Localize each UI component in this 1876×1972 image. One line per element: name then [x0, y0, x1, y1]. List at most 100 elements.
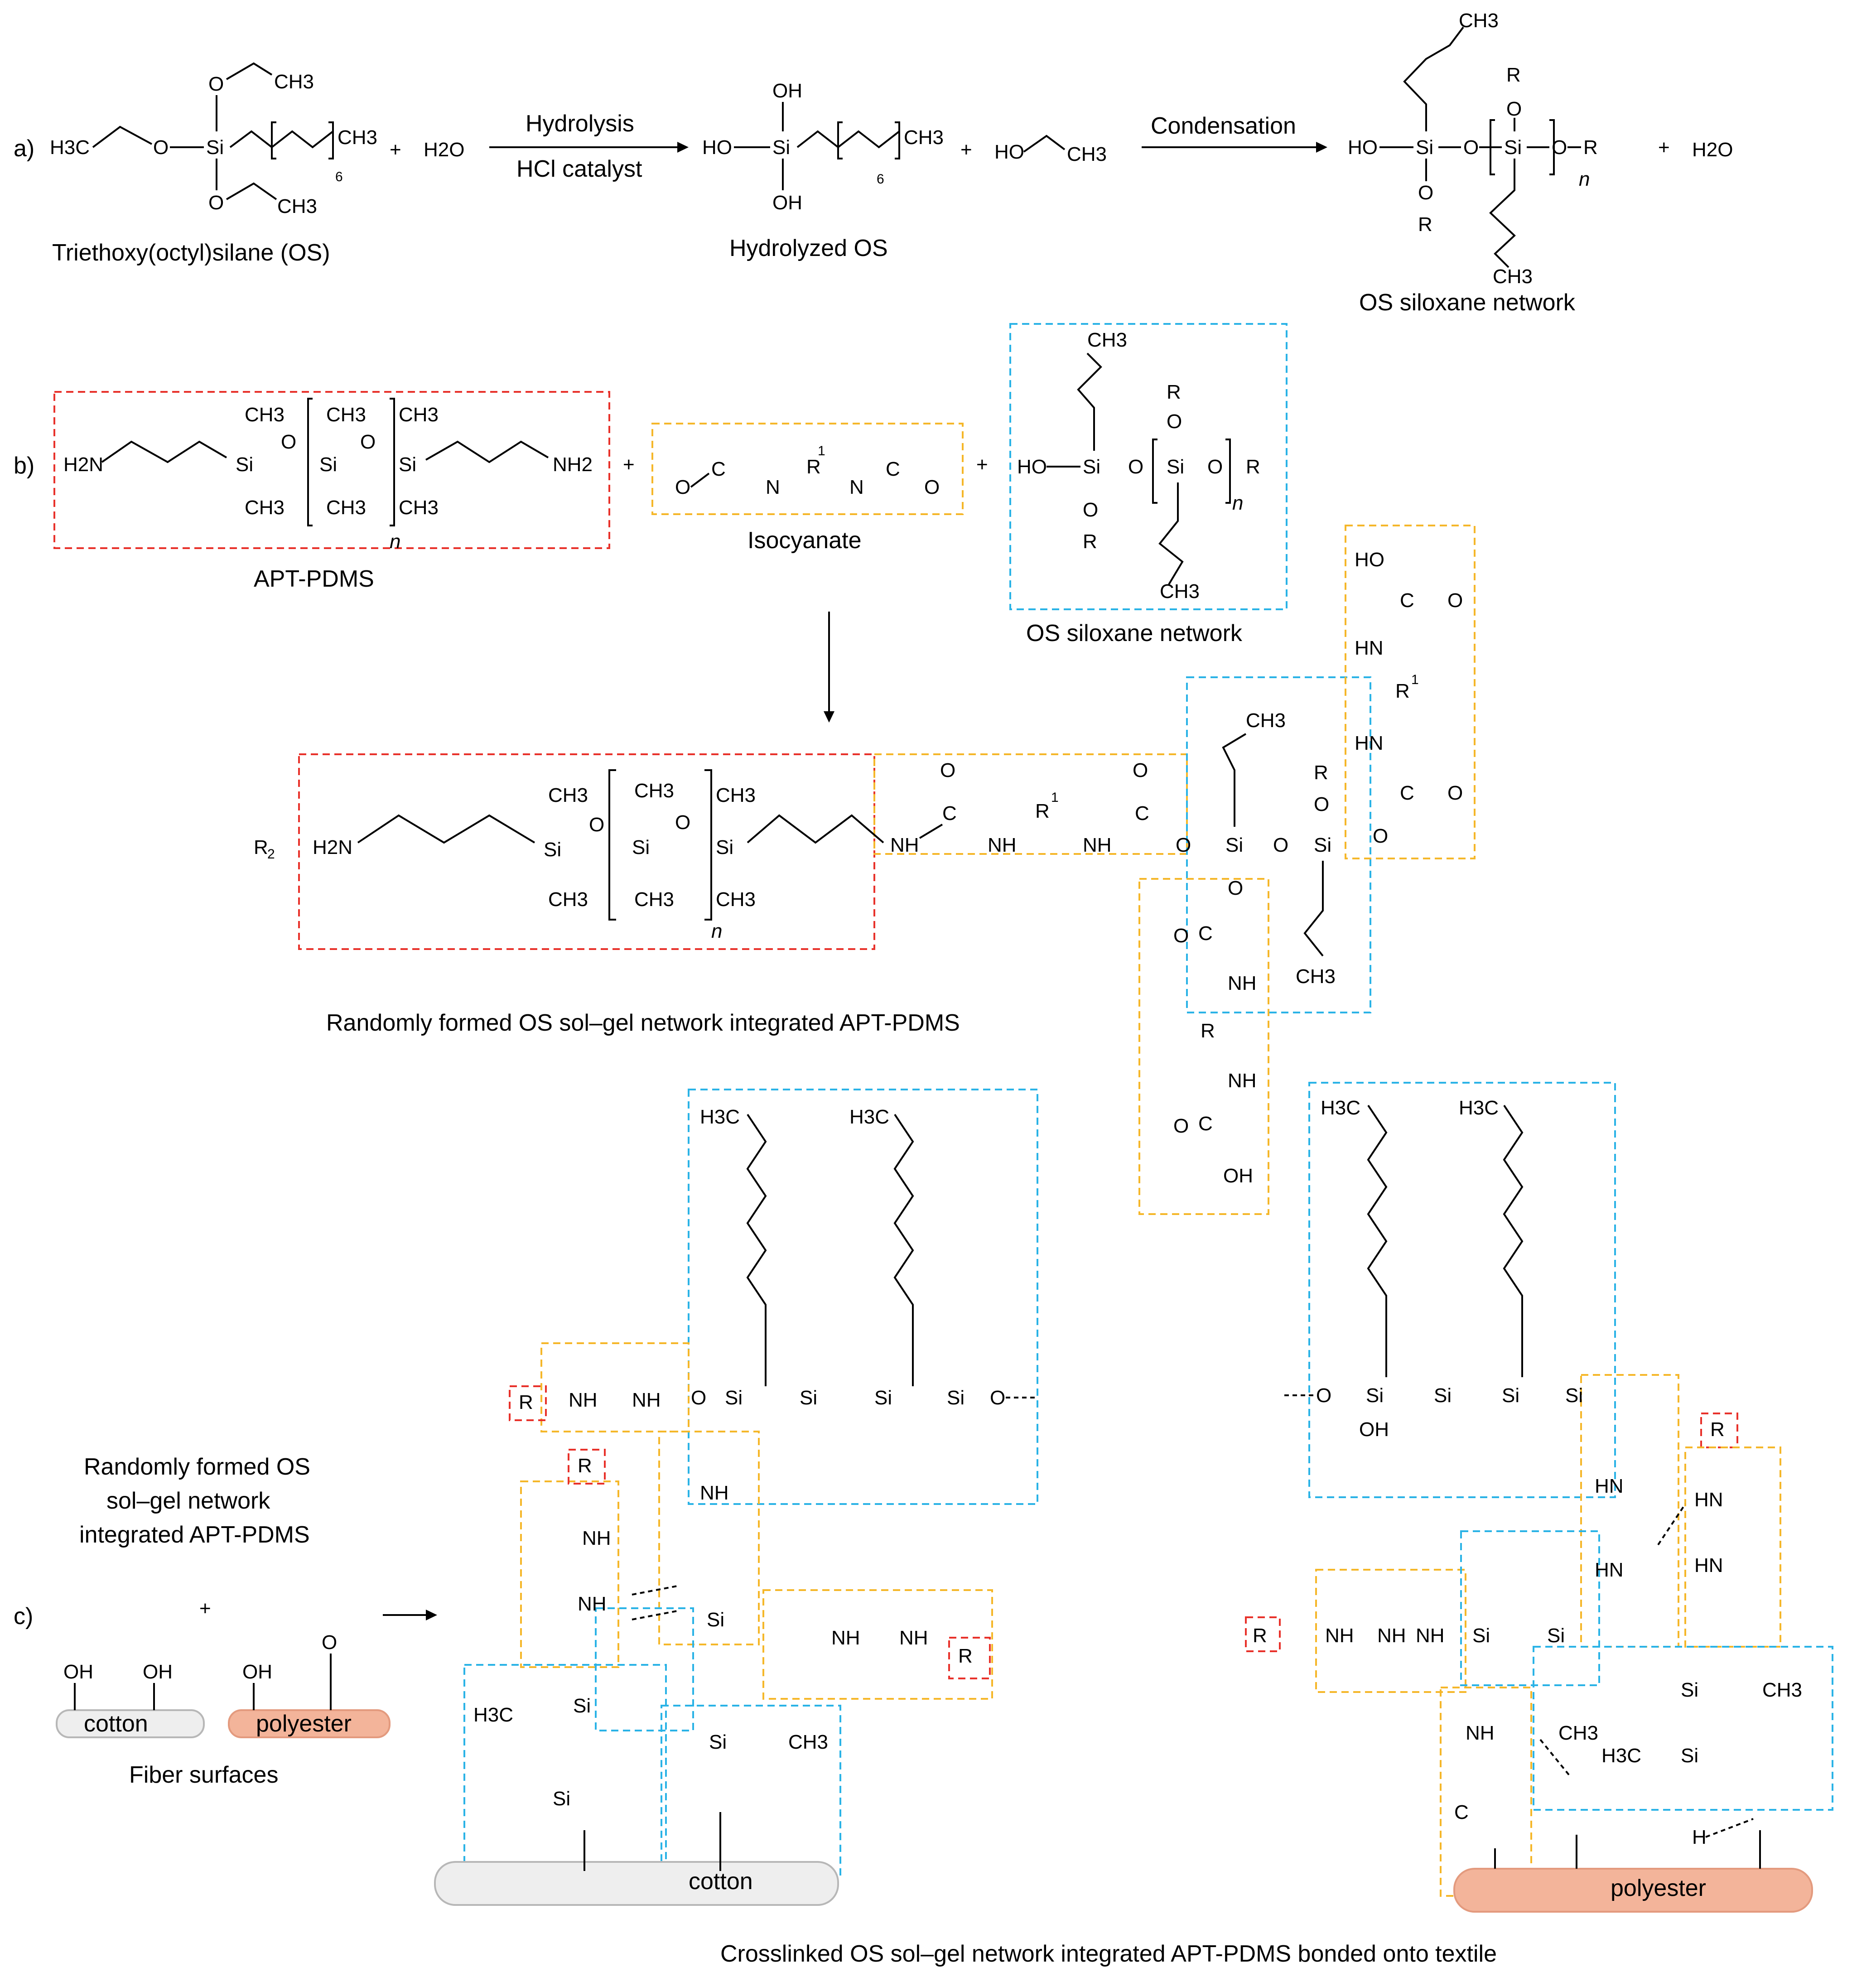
cr-ch3-2: CH3 — [1558, 1722, 1598, 1744]
cr-h3c-1: H3C — [1321, 1097, 1360, 1119]
c-left-urea-box-2 — [658, 1431, 760, 1645]
prod-ch3-3b: CH3 — [716, 888, 756, 911]
aptpdms-molecule: H2N Si CH3 CH3 O Si CH3 CH3 O n Si CH3 C… — [63, 398, 593, 553]
c-right-urea-box-1 — [1580, 1374, 1679, 1648]
r2-label: R — [254, 836, 268, 858]
octyl-chain — [229, 130, 334, 149]
prod-r1-sup: 1 — [1051, 790, 1059, 805]
c-left-network: H3C H3C Si Si Si Si O O R R R NH NH NH N… — [473, 1106, 1035, 1810]
prod-o-2: O — [675, 811, 690, 834]
cr-c-1: C — [1454, 1801, 1469, 1823]
prod-ch3-2b: CH3 — [634, 888, 674, 911]
repeat-count-2: 6 — [877, 172, 884, 187]
atom-h3c: H3C — [50, 136, 90, 159]
pdms-propyl-right — [425, 440, 549, 463]
atom-ho: HO — [702, 136, 732, 159]
side-r1: R — [1395, 680, 1410, 702]
hydrolysis-label: Hydrolysis — [526, 111, 634, 137]
atom-r-3: R — [1583, 136, 1598, 159]
cr-h: H — [1692, 1826, 1707, 1848]
cl-nh-7: NH — [899, 1627, 928, 1649]
down-arrowhead — [824, 711, 834, 723]
product-lower-urea-box — [1138, 878, 1269, 1215]
cl-nh-4: NH — [582, 1527, 611, 1549]
c-left-os-box-2 — [595, 1607, 694, 1731]
plus-c: + — [199, 1597, 211, 1620]
pdms-si-2: Si — [319, 453, 337, 476]
pdms-h2n: H2N — [63, 453, 103, 476]
pdms-si-3: Si — [399, 453, 416, 476]
c-left-os-box-1 — [688, 1089, 1038, 1505]
prod-si-1: Si — [544, 839, 561, 861]
atom-ch3-bottom: CH3 — [277, 195, 317, 217]
c-right-r2-box-1 — [1700, 1413, 1738, 1448]
iso-o-1: O — [675, 476, 690, 498]
side-o-1: O — [1447, 589, 1463, 612]
prod-chain-top — [1222, 733, 1247, 827]
panel-label-a: a) — [14, 135, 34, 162]
pdms-ch3-1b: CH3 — [245, 497, 285, 519]
atom-oh-top: OH — [772, 80, 802, 102]
prod-nh-5: NH — [1228, 1070, 1257, 1092]
ethanol-ch3: CH3 — [1067, 143, 1107, 165]
polyester-surface-label: polyester — [1611, 1875, 1706, 1901]
water-2: H2O — [1692, 139, 1733, 161]
r2-sub: 2 — [267, 847, 275, 862]
cl-nh-6: NH — [831, 1627, 860, 1649]
final-caption: Crosslinked OS sol–gel network integrate… — [720, 1941, 1497, 1967]
cr-h3c-2: H3C — [1459, 1097, 1499, 1119]
cl-si-1: Si — [725, 1387, 743, 1409]
atom-o-down: O — [1418, 182, 1433, 204]
iso-n-1: N — [766, 476, 780, 498]
ethyl-top-bond — [226, 62, 273, 80]
atom-o-bottom: O — [208, 192, 224, 214]
cr-hbond-1 — [1705, 1818, 1754, 1838]
atom-ch3-2: CH3 — [904, 126, 944, 149]
panel-label-c: c) — [14, 1603, 33, 1630]
os-network-label: OS siloxane network — [1359, 289, 1576, 316]
cl-nh-1: NH — [569, 1389, 598, 1411]
catalyst-label: HCl catalyst — [516, 156, 642, 182]
ethanol-bond — [1023, 135, 1066, 153]
c-left-r2-box-3 — [948, 1637, 991, 1679]
cr-si-4: Si — [1565, 1384, 1583, 1407]
n-brackets — [1490, 119, 1555, 175]
fiber-cotton: OH OH cotton — [56, 1661, 205, 1738]
cr-hn-2: HN — [1694, 1489, 1723, 1511]
fiber-cotton-label: cotton — [84, 1711, 148, 1737]
osb-chain-up — [1077, 352, 1102, 451]
cr-hbond-2 — [1539, 1739, 1571, 1777]
cr-hn-1: HN — [1595, 1475, 1624, 1497]
cr-nh-1: NH — [1325, 1625, 1354, 1647]
pdms-nh2: NH2 — [553, 453, 593, 476]
atom-o-3: O — [1463, 136, 1479, 159]
os-siloxane-product: HO Si O Si O R n O R O R CH3 CH3 + H2O — [1348, 10, 1733, 288]
atom-si-2: Si — [772, 136, 790, 159]
osb-r: R — [1246, 456, 1260, 478]
aptpdms-label: APT-PDMS — [254, 566, 374, 592]
section-b: b) H2N Si CH3 CH3 O Si CH3 CH3 O n Si CH… — [14, 323, 1476, 1215]
atom-ch3-end: CH3 — [338, 126, 377, 149]
cr-si-2: Si — [1434, 1384, 1452, 1407]
prod-nh-4: NH — [1228, 972, 1257, 994]
prod-nh-3: NH — [1083, 834, 1112, 856]
c-left-r2-box-1 — [509, 1385, 547, 1421]
cl-si-8: Si — [553, 1788, 570, 1810]
prod-ch3-2a: CH3 — [634, 780, 674, 802]
c-right-urea-box-3 — [1315, 1569, 1466, 1693]
atom-ch3-top: CH3 — [274, 71, 314, 93]
iso-r-sup: 1 — [818, 444, 825, 458]
plus-2: + — [960, 139, 972, 161]
product-caption: Randomly formed OS sol–gel network integ… — [326, 1010, 960, 1036]
atom-ch3-up: CH3 — [1459, 10, 1499, 32]
atom-oh-bottom: OH — [772, 192, 802, 214]
atom-r-down: R — [1418, 213, 1432, 236]
atom-ho-3: HO — [1348, 136, 1378, 159]
cr-ch3-1: CH3 — [1762, 1679, 1802, 1701]
polyester-surface: polyester — [1453, 1830, 1813, 1913]
fiber-polyester: OH O polyester — [228, 1631, 391, 1738]
section-c: c) Randomly formed OS sol–gel network in… — [14, 1082, 1833, 1967]
prod-oh: OH — [1223, 1165, 1253, 1187]
cr-si-8: Si — [1681, 1745, 1698, 1767]
cl-chain-1 — [746, 1114, 767, 1386]
